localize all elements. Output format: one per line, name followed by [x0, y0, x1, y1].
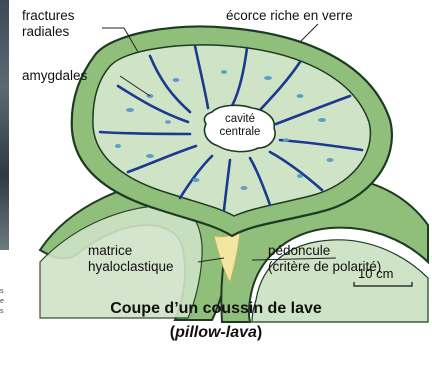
label-amygdales: amygdales [22, 68, 87, 84]
label-cavite-centrale: cavité centrale [205, 113, 275, 139]
amygdale [221, 70, 227, 74]
amygdale [318, 118, 326, 122]
leader-ecorce [300, 24, 318, 42]
caption-subtitle: (pillow-lava) [0, 324, 432, 342]
amygdale [193, 178, 200, 182]
amygdale [165, 120, 171, 124]
amygdale [115, 144, 121, 148]
caption-paren-close: ) [257, 324, 262, 341]
amygdale [327, 158, 334, 162]
label-scale: 10 cm [358, 266, 393, 282]
label-matrice-hyaloclastique: matrice hyaloclastique [88, 243, 174, 275]
amygdale [241, 186, 248, 190]
amygdale [297, 94, 304, 98]
amygdale [173, 78, 180, 82]
amygdale [126, 108, 134, 112]
caption-pillow-lava: pillow-lava [175, 324, 257, 341]
amygdale [283, 138, 289, 142]
amygdale [297, 174, 303, 178]
caption-title: Coupe d’un coussin de lave [0, 300, 432, 318]
amygdale [264, 76, 272, 80]
label-fractures-radiales: fractures radiales [22, 8, 75, 40]
amygdale [146, 154, 154, 158]
label-ecorce: écorce riche en verre [226, 8, 353, 24]
